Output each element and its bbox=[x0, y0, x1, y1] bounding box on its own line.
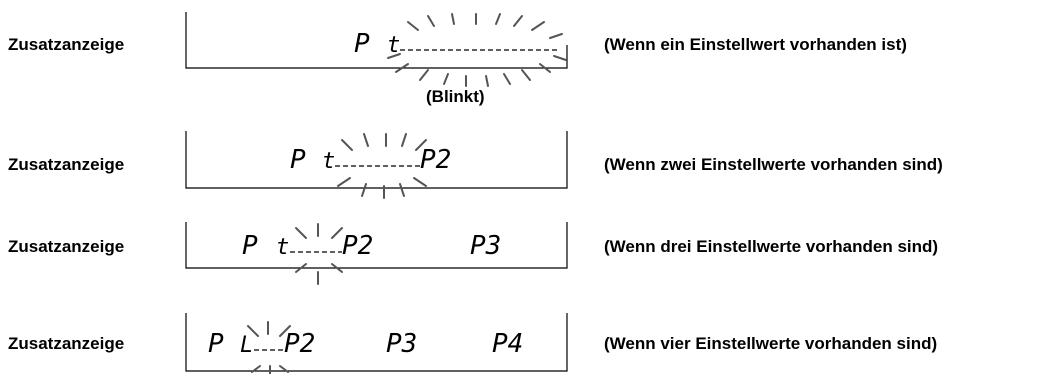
display-3-content: P t P2 P3 bbox=[242, 223, 501, 285]
display-4-blink-rays bbox=[247, 321, 291, 374]
row-2-note: (Wenn zwei Einstellwerte vorhanden sind) bbox=[604, 155, 943, 174]
row-1-note: (Wenn ein Einstellwert vorhanden ist) bbox=[604, 35, 907, 54]
display-2-item-1: P bbox=[290, 145, 306, 175]
display-1-cursor: t bbox=[387, 33, 400, 58]
display-2-item-2: P2 bbox=[420, 145, 451, 175]
display-2-frame bbox=[185, 131, 568, 189]
row-4-label: Zusatzanzeige bbox=[8, 334, 125, 353]
display-2-blink-rays bbox=[337, 133, 427, 199]
display-3-frame bbox=[185, 222, 568, 269]
display-2-content: P t P2 bbox=[290, 133, 451, 199]
display-1-frame bbox=[185, 12, 568, 69]
display-4-frame bbox=[185, 313, 568, 372]
display-3-item-2: P2 bbox=[342, 231, 373, 261]
display-4-content: P L P2 P3 P4 bbox=[208, 321, 523, 374]
row-3-label: Zusatzanzeige bbox=[8, 237, 125, 256]
display-1-blink-rays bbox=[387, 13, 567, 87]
display-4-item-1: P bbox=[208, 329, 224, 359]
row-2-label: Zusatzanzeige bbox=[8, 155, 125, 174]
svg-text:L: L bbox=[240, 333, 253, 358]
row-1-label: Zusatzanzeige bbox=[8, 35, 125, 54]
blink-label: (Blinkt) bbox=[426, 87, 485, 106]
display-4-item-2: P2 bbox=[284, 329, 315, 359]
svg-text:t: t bbox=[322, 149, 335, 174]
display-3-item-3: P3 bbox=[470, 231, 501, 261]
display-4-item-3: P3 bbox=[386, 329, 417, 359]
display-1-content: P t bbox=[354, 13, 567, 87]
svg-text:t: t bbox=[276, 235, 289, 260]
display-4-item-4: P4 bbox=[492, 329, 523, 359]
display-3-blink-rays bbox=[295, 223, 343, 285]
row-3-note: (Wenn drei Einstellwerte vorhanden sind) bbox=[604, 237, 939, 256]
display-1-item-1: P bbox=[354, 29, 370, 59]
display-3-item-1: P bbox=[242, 231, 258, 261]
row-4-note: (Wenn vier Einstellwerte vorhanden sind) bbox=[604, 334, 938, 353]
